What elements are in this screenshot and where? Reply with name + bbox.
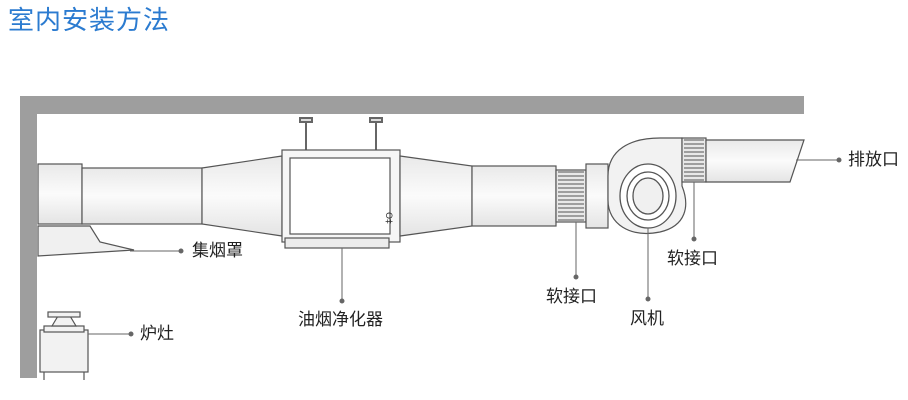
hanger-rods [299,117,383,150]
exhaust-duct [705,139,805,183]
fan-inlet-rings [619,163,677,229]
soft-joint-1-corrugation [558,171,584,221]
leader-lines [88,157,842,337]
page-title: 室内安装方法 [8,6,171,36]
duct-system [37,137,805,249]
purifier-base [284,237,390,249]
purifier-panel [289,157,391,235]
label-purifier: 油烟净化器 [298,310,383,330]
smoke-hood [37,225,135,257]
label-soft-joint-1: 软接口 [546,287,597,307]
label-exhaust: 排放口 [848,150,899,170]
soft-joint-2-corrugation [684,139,704,181]
transition-2 [399,155,473,237]
label-hood: 集烟罩 [192,241,243,261]
fan-inlet [585,163,609,229]
duct-1 [81,167,203,225]
transition-1 [201,155,283,237]
ceiling [20,96,804,114]
stove [39,311,89,380]
duct-2 [471,165,557,227]
building-structure [20,96,804,378]
label-fan: 风机 [630,309,664,329]
purifier-mark: O‡ [383,212,393,224]
wall [20,96,37,378]
label-soft-joint-2: 软接口 [667,249,718,269]
hood-collar [37,163,83,225]
label-stove: 炉灶 [140,324,174,344]
